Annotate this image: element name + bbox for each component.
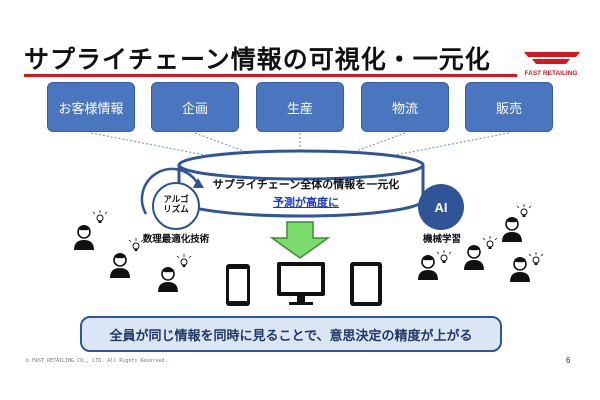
logo-text: FAST RETAILING bbox=[524, 70, 578, 77]
ai-circle: AI bbox=[418, 184, 464, 230]
stage-sales: 販売 bbox=[465, 82, 553, 132]
monitor-icon bbox=[277, 262, 325, 305]
stage-production: 生産 bbox=[256, 82, 344, 132]
stage-logistics: 物流 bbox=[361, 82, 449, 132]
fast-retailing-logo-icon bbox=[524, 52, 580, 64]
title-underline bbox=[24, 74, 517, 77]
algorithm-circle-line-1: アルゴ bbox=[163, 195, 189, 206]
copyright-text: © FAST RETAILING CO., LTD. All Rights Re… bbox=[26, 358, 168, 364]
down-arrow-icon bbox=[269, 221, 331, 259]
algorithm-circle-line-2: リズム bbox=[163, 205, 189, 215]
page-title: サプライチェーン情報の可視化・一元化 bbox=[24, 45, 491, 74]
conclusion-banner: 全員が同じ情報を同時に見ることで、意思決定の精度が上がる bbox=[80, 316, 502, 352]
cylinder-main-text: サプライチェーン全体の情報を一元化 bbox=[212, 178, 400, 191]
smartphone-icon bbox=[226, 264, 250, 306]
tablet-icon bbox=[350, 262, 382, 306]
stage-planning: 企画 bbox=[151, 82, 239, 132]
algorithm-caption: 数理最適化技術 bbox=[142, 234, 210, 245]
page-number: 6 bbox=[566, 356, 571, 365]
data-cylinder-icon bbox=[177, 149, 425, 218]
algorithm-circle: アルゴリズム bbox=[152, 182, 200, 230]
stage-customer-info: お客様情報 bbox=[47, 82, 135, 132]
cylinder-sub-text: 予測が高度に bbox=[273, 196, 339, 209]
ai-caption: 機械学習 bbox=[422, 234, 461, 245]
cycle-arrow-icon bbox=[140, 167, 200, 215]
